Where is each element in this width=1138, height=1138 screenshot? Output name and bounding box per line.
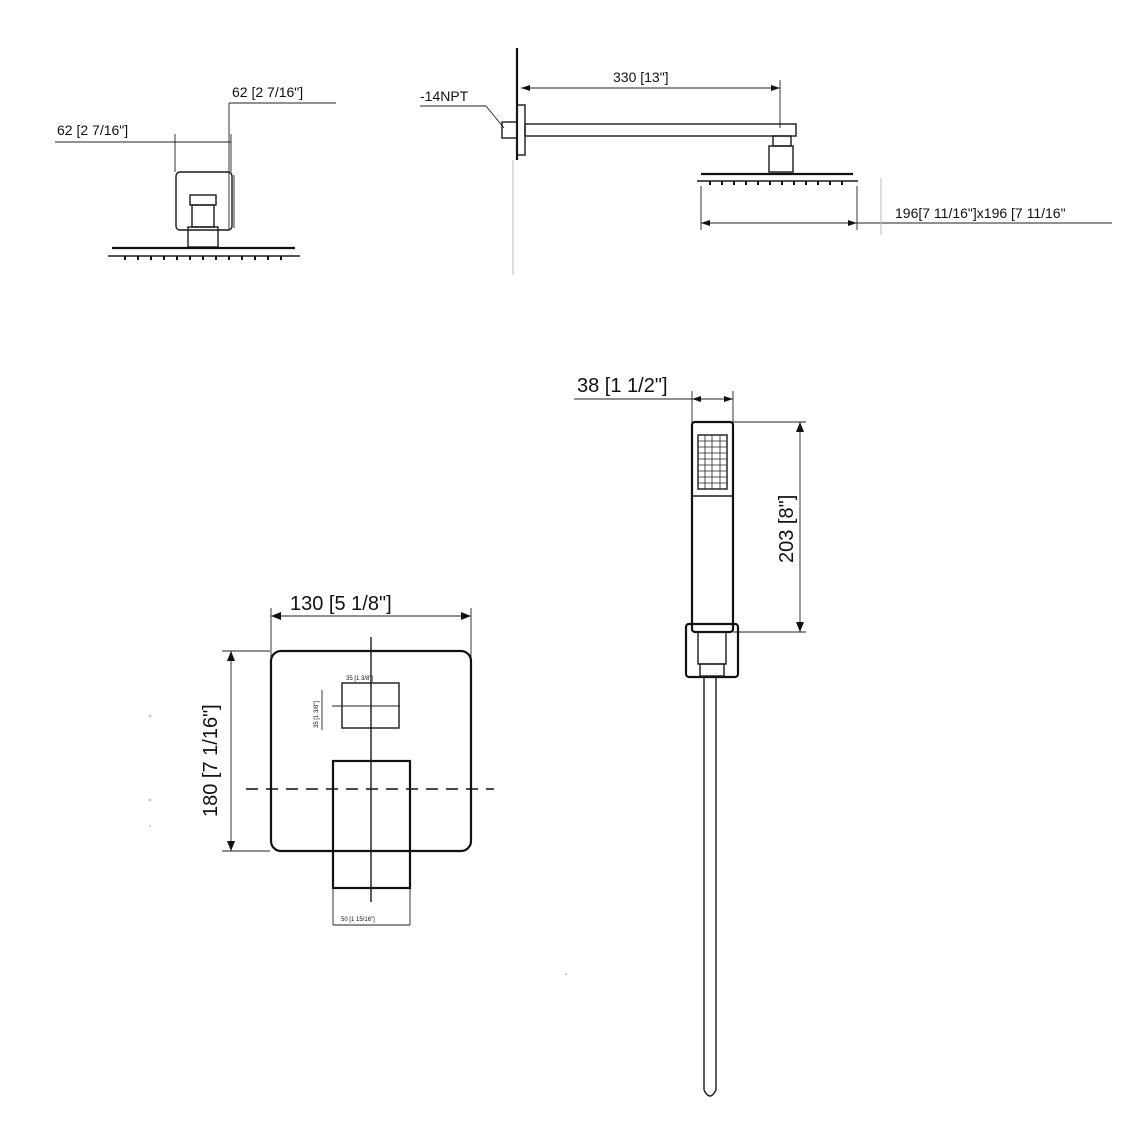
arm-head-nozzles — [709, 181, 843, 185]
hand-length-label: 203 [8"] — [776, 495, 798, 563]
plate-width-label: 130 [5 1/8"] — [290, 593, 392, 615]
arm-length-label: 330 [13"] — [613, 69, 669, 85]
shower-arm-view: -14NPT 330 [13"] — [420, 48, 1112, 275]
head-size-label: 196[7 11/16"]x196 [7 11/16" — [895, 205, 1066, 221]
hand-width-label: 38 [1 1/2"] — [577, 375, 668, 397]
head-nozzles — [124, 256, 282, 260]
scan-specks — [148, 714, 568, 976]
head-width-label: 62 [2 7/16"] — [57, 122, 128, 138]
thread-label: -14NPT — [420, 88, 469, 104]
shower-head-side-view: 62 [2 7/16"] 62 [2 7/16"] — [55, 84, 336, 260]
handle-width-label: 50 [1 15/16"] — [341, 917, 375, 923]
valve-plate-front-view: 130 [5 1/8"] 180 [7 1/16"] 35 [1 3/8"] 3… — [200, 593, 494, 926]
cutout-width-label: 35 [1 3/8"] — [346, 676, 373, 682]
head-depth-label: 62 [2 7/16"] — [232, 84, 303, 100]
plate-height-label: 180 [7 1/16"] — [200, 704, 222, 817]
hand-shower-view: 38 [1 1/2"] 203 [8"] — [574, 375, 806, 1097]
cutout-height-label: 35 [1 3/8"] — [314, 701, 320, 728]
spray-face-grid — [698, 435, 727, 489]
